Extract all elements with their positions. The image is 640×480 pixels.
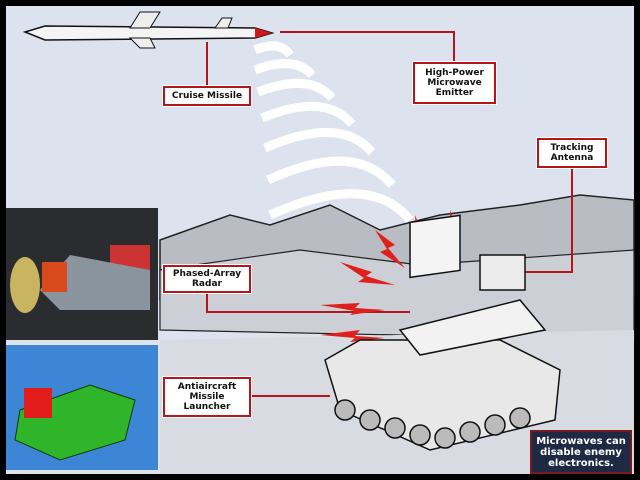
tracking-antenna-label: Tracking Antenna (537, 138, 607, 168)
emitter-label: High-Power Microwave Emitter (413, 62, 496, 104)
aircraft-radar-photo (6, 208, 158, 340)
leader-lines (206, 31, 573, 397)
hills (159, 249, 635, 341)
caption-note: Microwaves can disable enemy electronics… (530, 430, 632, 474)
missile-launcher-vehicle (324, 214, 561, 451)
tank-radar-render (6, 345, 158, 470)
launcher-label: Antiaircraft Missile Launcher (163, 377, 251, 417)
phased-array-radar-label: Phased-Array Radar (163, 265, 251, 293)
cruise-missile (22, 11, 275, 49)
cruise-missile-label: Cruise Missile (163, 86, 251, 106)
microwave-waves (253, 41, 414, 223)
